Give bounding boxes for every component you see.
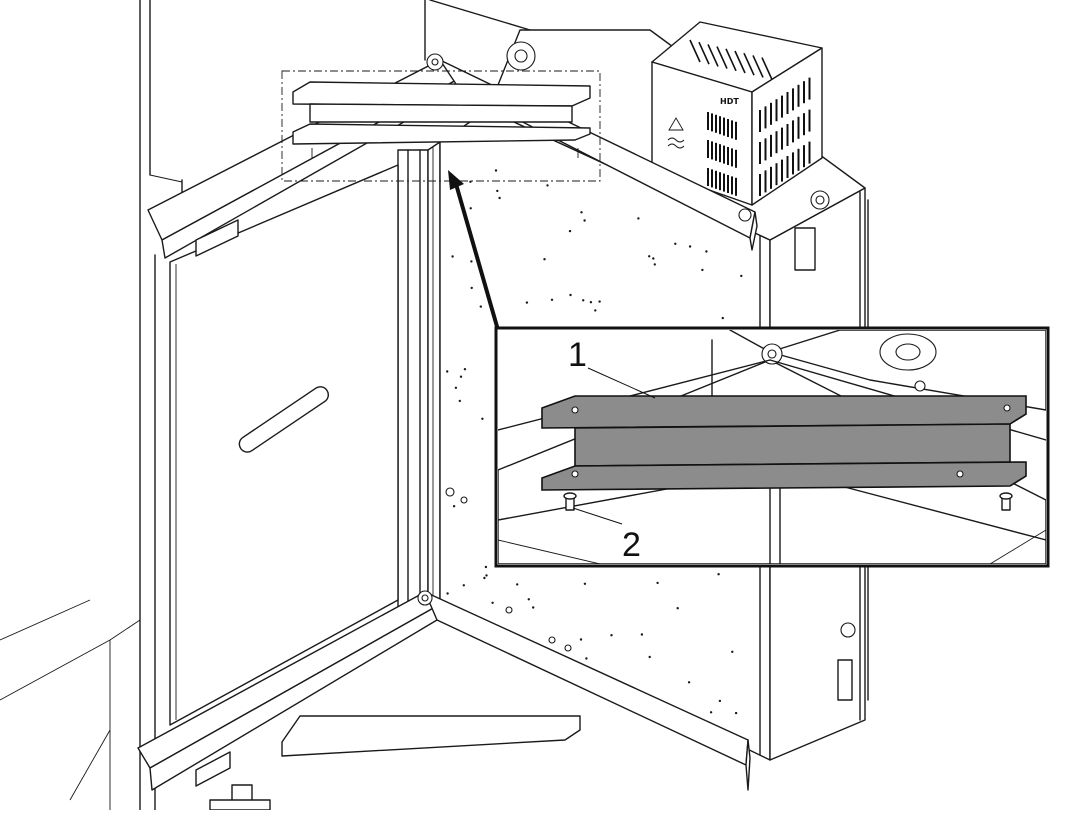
left-wall xyxy=(0,0,183,811)
rivet-dot xyxy=(494,169,498,172)
detail-pointer-arrow xyxy=(448,170,500,331)
rivet-dot xyxy=(721,316,724,320)
rivet-dot xyxy=(462,584,465,587)
left-panel xyxy=(169,164,399,726)
rivet-dot xyxy=(687,681,691,684)
vent-slot xyxy=(689,39,701,63)
rivet-dot xyxy=(459,375,463,378)
rivet-dot xyxy=(483,576,486,580)
rivet-dot xyxy=(568,229,572,233)
rivet-dot xyxy=(546,184,549,187)
vent-slot xyxy=(752,55,764,78)
rivet-dot xyxy=(516,583,519,586)
rivet-dot xyxy=(470,260,473,263)
detail-inset: 1 2 xyxy=(494,326,1050,568)
rivet-dot xyxy=(709,711,713,714)
rivet-dot xyxy=(446,592,449,595)
rivet-dot xyxy=(543,258,546,261)
vent-slot xyxy=(734,50,746,74)
rivet-dot xyxy=(705,250,708,253)
rivet-dot xyxy=(648,655,651,659)
rivet-dot xyxy=(582,299,585,302)
callout-1: 1 xyxy=(568,336,587,374)
center-post xyxy=(397,141,441,621)
rivet-dot xyxy=(454,386,458,389)
rivet-dot xyxy=(589,301,593,304)
rivet-dot xyxy=(481,417,484,420)
leader-line-2 xyxy=(572,507,623,525)
rivet-dot xyxy=(525,301,529,304)
rivet-dot xyxy=(688,245,692,248)
rivet-dot xyxy=(579,638,583,641)
rivet-dot xyxy=(569,293,572,297)
rivet-dot xyxy=(674,242,677,245)
rivet-dot xyxy=(610,634,613,637)
rivet-dot xyxy=(734,711,738,715)
detail-region-marker xyxy=(281,70,601,182)
rivet-dot xyxy=(701,268,704,272)
rivet-dot xyxy=(640,633,644,636)
vent-slot xyxy=(716,46,728,69)
rivet-dot xyxy=(469,180,472,183)
rivet-dot xyxy=(463,368,467,371)
vent-slot xyxy=(725,48,737,72)
rivet-dot xyxy=(648,255,651,258)
rivet-dot xyxy=(498,196,501,200)
rivet-dot xyxy=(452,505,456,508)
vent-slot xyxy=(698,41,710,65)
rivet-dot xyxy=(717,573,720,576)
rivet-dot xyxy=(594,309,597,312)
rivet-dot xyxy=(532,606,535,609)
rivet-dot xyxy=(484,565,488,569)
rivet-dot xyxy=(585,657,588,660)
rivet-dot xyxy=(656,581,659,585)
panel-dots xyxy=(446,169,743,715)
rivet-dot xyxy=(446,370,449,373)
rivet-dot xyxy=(580,211,583,214)
rivet-dot xyxy=(676,607,679,610)
heater-label: HDT xyxy=(720,97,739,106)
rivet-dot xyxy=(469,207,472,210)
rivet-dot xyxy=(479,305,482,308)
rivet-dot xyxy=(740,274,743,278)
vent-slot xyxy=(743,52,755,76)
rivet-dot xyxy=(527,598,530,601)
rivet-dot xyxy=(652,257,655,260)
rivet-dot xyxy=(731,650,734,653)
heater-unit: HDT xyxy=(651,21,823,206)
rivet-dot xyxy=(491,601,494,604)
rivet-dot xyxy=(496,189,499,193)
rivet-dot xyxy=(458,399,461,403)
leader-line-1 xyxy=(587,367,656,399)
rivet-dot xyxy=(637,217,640,220)
rivet-dot xyxy=(583,582,587,585)
rivet-dot xyxy=(470,286,473,290)
lower-cross-arms xyxy=(137,590,751,811)
top-bracket xyxy=(281,70,601,182)
rivet-dot xyxy=(485,574,488,577)
callout-2: 2 xyxy=(622,526,641,564)
rivet-dot xyxy=(583,219,586,222)
rivet-dot xyxy=(598,300,601,303)
vent-slot xyxy=(707,44,719,67)
rivet-dot xyxy=(718,699,722,703)
vent-slot xyxy=(761,57,773,80)
rivet-dot xyxy=(451,255,454,258)
rivet-dot xyxy=(550,298,554,301)
rivet-dot xyxy=(653,263,656,266)
